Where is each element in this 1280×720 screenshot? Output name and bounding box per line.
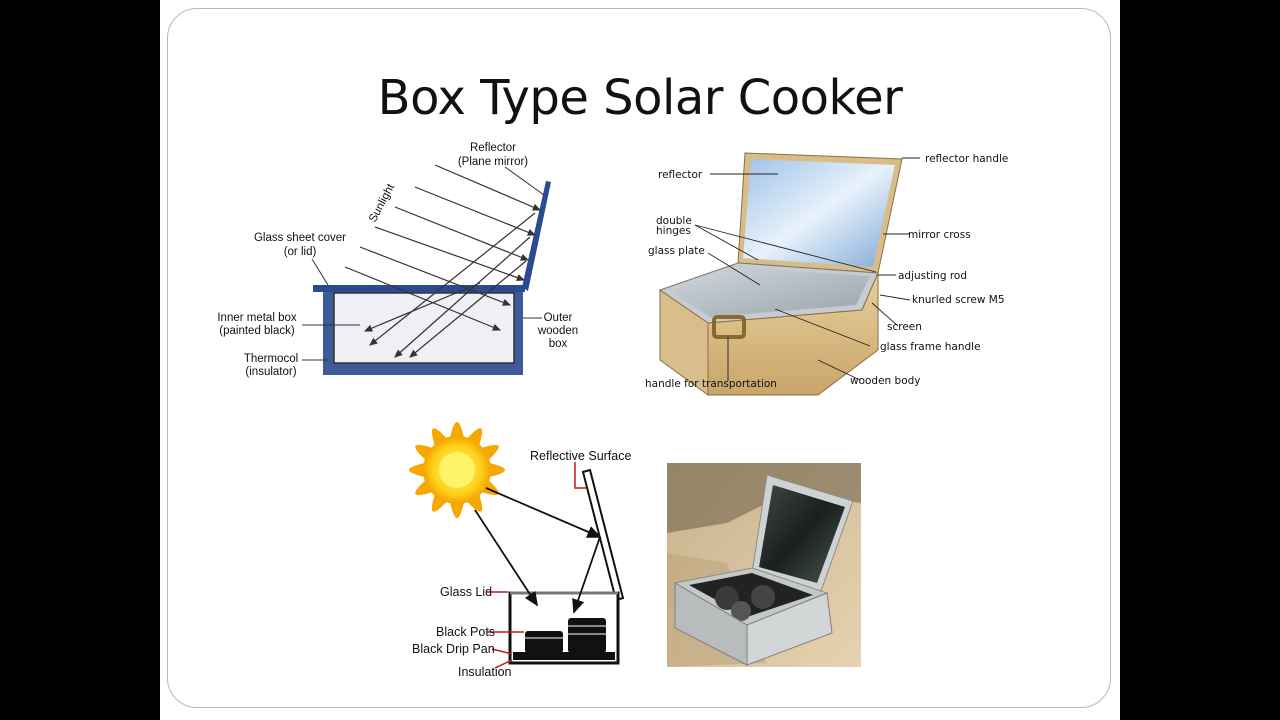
svg-text:double: double (656, 215, 692, 227)
svg-text:wooden: wooden (537, 325, 578, 337)
svg-text:Thermocol: Thermocol (244, 353, 298, 365)
svg-text:Black Drip Pan: Black Drip Pan (412, 642, 495, 656)
wooden-body-shape (707, 272, 879, 396)
black-pot-2 (568, 618, 606, 653)
svg-text:knurled screw M5: knurled screw M5 (912, 294, 1005, 306)
solar-cooker-photo (667, 463, 861, 667)
mirror-shape (743, 159, 895, 267)
labeled-cooker-diagram: reflector reflector handle double hinges… (640, 145, 1040, 405)
svg-text:box: box (549, 338, 568, 350)
slide: Box Type Solar Cooker (160, 0, 1120, 720)
svg-text:Outer: Outer (544, 312, 573, 324)
drip-pan-shape (513, 652, 615, 660)
svg-text:reflector: reflector (658, 169, 703, 181)
reflection-diagram: Reflective Surface Glass Lid Black Pots … (400, 400, 640, 685)
svg-text:glass frame handle: glass frame handle (880, 341, 981, 353)
svg-text:Reflective Surface: Reflective Surface (530, 449, 631, 463)
svg-text:Reflector: Reflector (470, 142, 516, 154)
svg-text:Insulation: Insulation (458, 665, 512, 679)
inner-box-shape (333, 292, 515, 364)
svg-text:Glass sheet cover: Glass sheet cover (254, 232, 346, 244)
svg-text:glass plate: glass plate (648, 245, 705, 257)
svg-text:Inner metal box: Inner metal box (217, 312, 297, 324)
svg-text:handle for transportation: handle for transportation (645, 378, 777, 390)
svg-text:adjusting rod: adjusting rod (898, 270, 967, 282)
svg-text:(insulator): (insulator) (245, 366, 296, 378)
slide-title: Box Type Solar Cooker (377, 70, 903, 126)
svg-text:(Plane mirror): (Plane mirror) (458, 156, 528, 168)
transport-handle-shape (712, 315, 746, 339)
svg-text:reflector handle: reflector handle (925, 153, 1008, 165)
glass-lid-shape (313, 285, 525, 292)
reflective-surface-shape (581, 468, 625, 602)
svg-text:Sunlight: Sunlight (367, 181, 397, 224)
glass-plate-shape (670, 268, 870, 317)
sun-icon (409, 422, 505, 518)
svg-text:(painted black): (painted black) (219, 325, 295, 337)
svg-text:wooden body: wooden body (850, 375, 921, 387)
svg-text:screen: screen (887, 321, 922, 333)
svg-text:(or lid): (or lid) (284, 246, 317, 258)
svg-text:mirror cross: mirror cross (908, 229, 971, 241)
black-pot-1 (525, 631, 563, 653)
svg-text:hinges: hinges (656, 225, 691, 237)
svg-text:Black Pots: Black Pots (436, 625, 495, 639)
svg-text:Glass Lid: Glass Lid (440, 585, 492, 599)
reflector-shape (522, 181, 551, 291)
cross-section-diagram: Reflector (Plane mirror) Sunlight Glass … (210, 135, 610, 385)
slide-frame (167, 8, 1111, 708)
